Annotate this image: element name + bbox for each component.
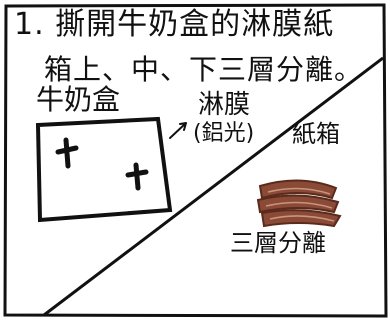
- cardboard-layers-icon: [256, 179, 342, 228]
- layers-label: 三層分離: [230, 229, 326, 257]
- milk-box-label: 牛奶盒: [36, 83, 121, 116]
- panel-title-line1: 1. 撕開牛奶盒的淋膜紙: [14, 7, 335, 42]
- film-label: 淋膜: [198, 90, 251, 120]
- panel-border: [3, 3, 388, 318]
- milk-carton-outline: [35, 116, 173, 223]
- panel-title-line2: 箱上、中、下三層分離。: [44, 53, 364, 86]
- paper-box-label: 紙箱: [292, 120, 340, 148]
- diagonal-divider: [43, 56, 384, 317]
- carton-mark-left: [55, 137, 79, 169]
- film-arrow-icon: [169, 122, 187, 139]
- film-note: (鋁光): [193, 121, 255, 146]
- carton-mark-right: [125, 162, 149, 191]
